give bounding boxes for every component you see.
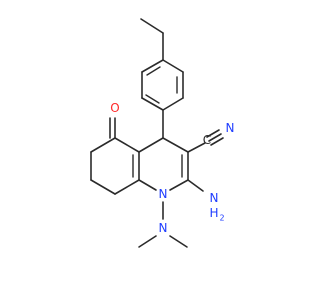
nitrile-nitrogen-label: N (226, 121, 235, 135)
ethyl-group (140, 18, 164, 61)
cyclohexanone-ring (90, 137, 140, 195)
molecule-structure: O C N N N H 2 N (90, 18, 235, 248)
dihydropyridine-ring (132, 137, 189, 191)
oxygen-label: O (110, 101, 119, 115)
double-bond-inner (145, 94, 160, 104)
triple-bond (206, 129, 220, 138)
dimethylamino-nitrogen-label: N (159, 221, 168, 235)
phenyl-ring (141, 59, 184, 111)
triple-bond (208, 133, 222, 142)
bond (90, 137, 116, 153)
bond (140, 18, 164, 34)
bond (169, 235, 188, 248)
triple-bond (210, 137, 224, 146)
bond (138, 235, 157, 248)
bond (90, 179, 116, 195)
bond (114, 137, 140, 153)
ring-nitrogen-label: N (159, 187, 168, 201)
bond (169, 179, 189, 191)
bond (114, 179, 140, 195)
amine-hydrogen-label: H (209, 206, 218, 220)
bond (141, 59, 164, 73)
dimethylamino-group (138, 201, 188, 248)
carbonyl (109, 117, 116, 139)
bond (162, 137, 189, 153)
nitrile-group (187, 129, 224, 153)
bond (141, 97, 164, 111)
double-bond-inner (146, 66, 161, 76)
bond (162, 97, 184, 111)
bond (187, 142, 206, 153)
bond (138, 179, 157, 191)
bond (162, 59, 184, 73)
nitrile-carbon-label: C (203, 133, 211, 147)
bond (187, 179, 204, 192)
amine-hydrogen-count: 2 (219, 214, 224, 223)
bond (138, 137, 164, 153)
amine-nitrogen-label: N (210, 191, 219, 205)
